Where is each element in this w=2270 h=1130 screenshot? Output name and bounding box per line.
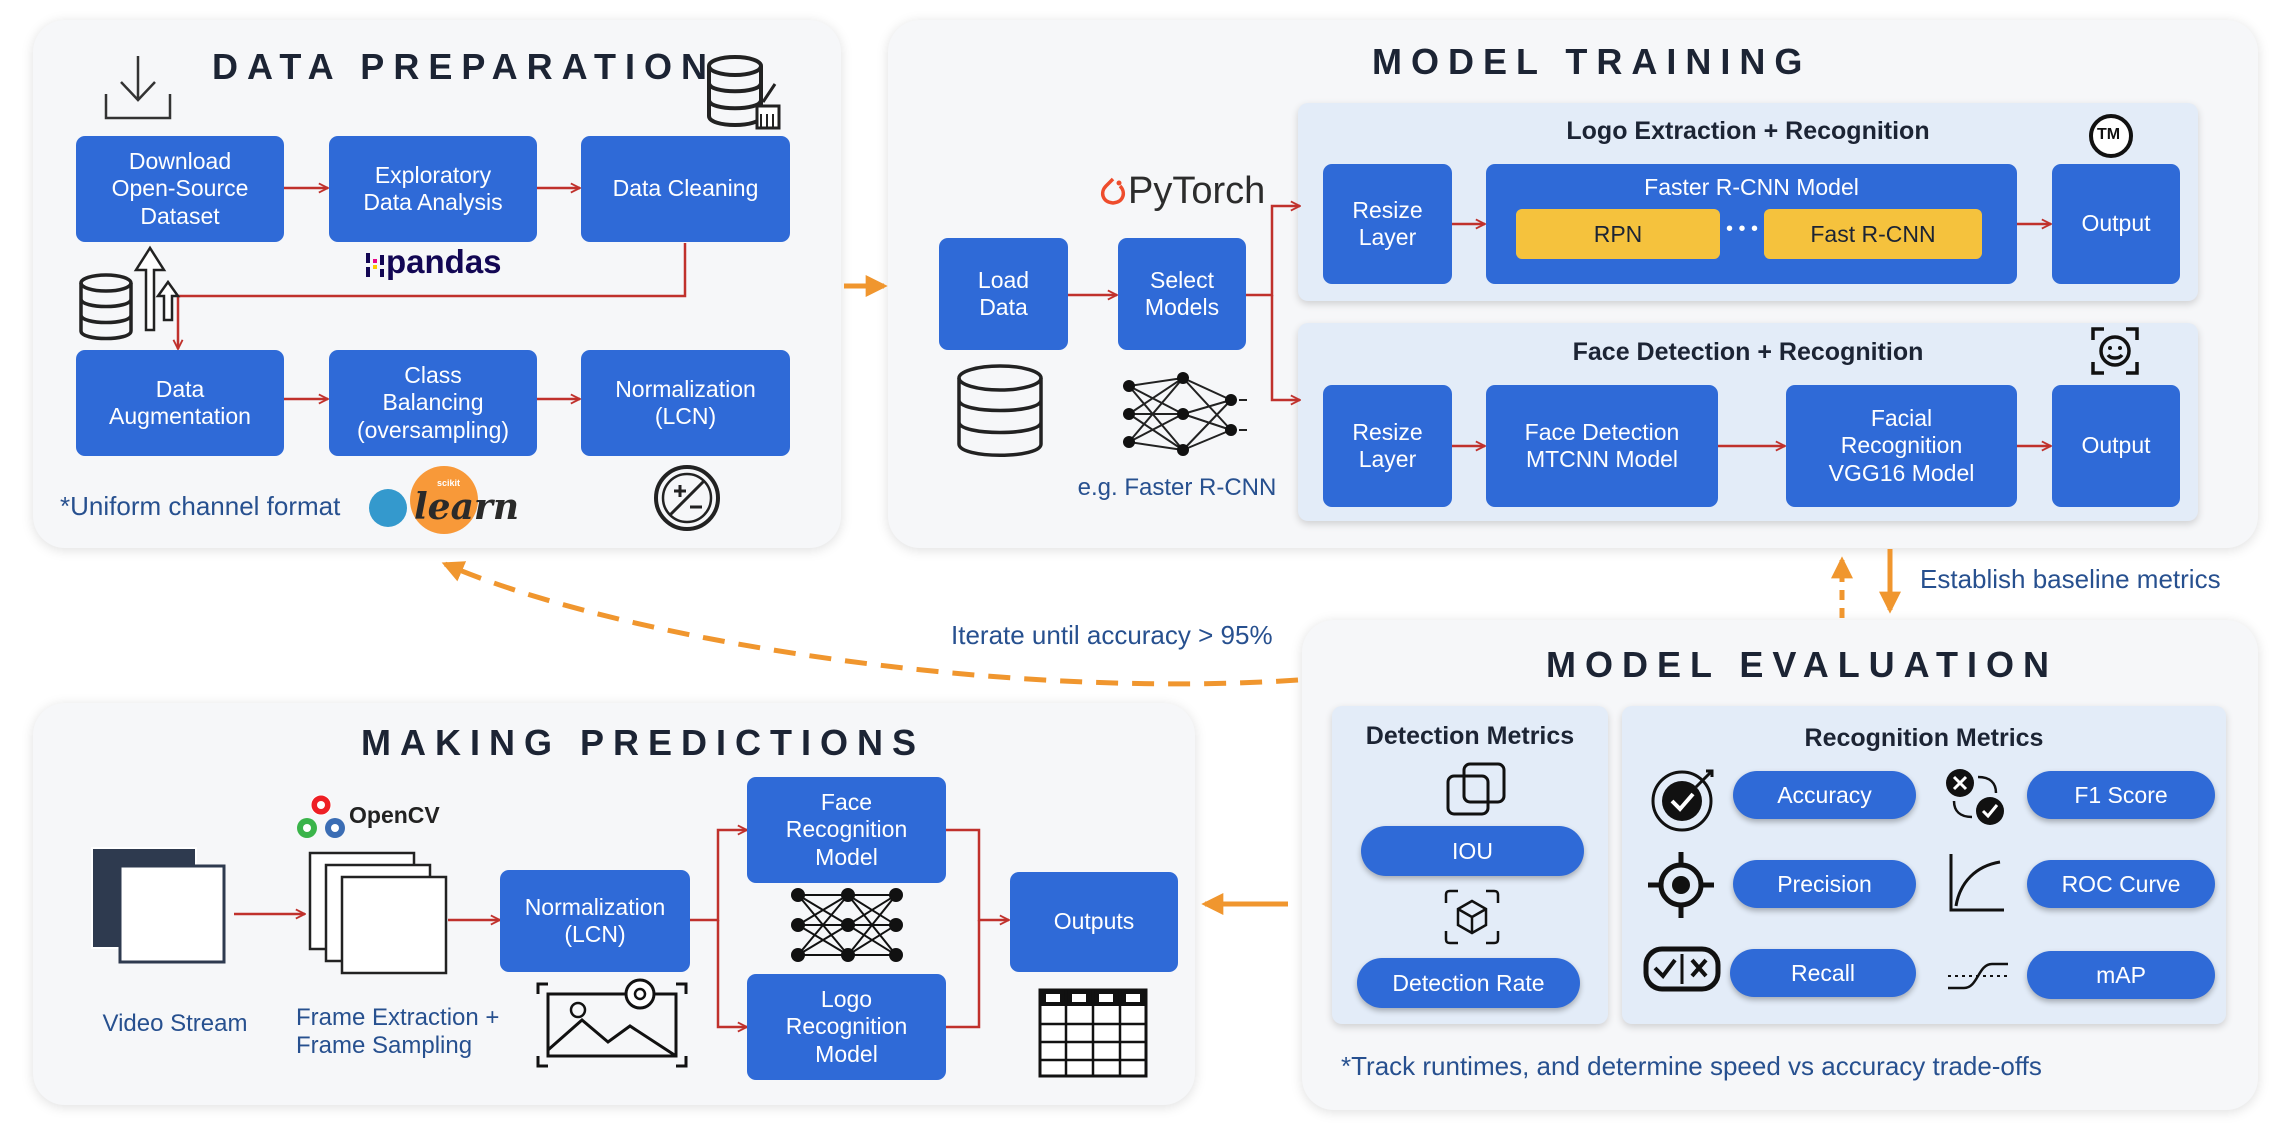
map-pill: mAP: [2027, 951, 2215, 999]
download-dataset-box: Download Open-Source Dataset: [76, 136, 284, 242]
sklearn-small-text: scikit: [437, 478, 461, 488]
logo-branch-title: Logo Extraction + Recognition: [1566, 117, 1930, 145]
logo-resize-box: Resize Layer: [1323, 164, 1452, 284]
select-models-box: Select Models: [1118, 238, 1246, 350]
rpn-box: RPN: [1516, 209, 1720, 259]
recognition-metrics-title: Recognition Metrics: [1804, 724, 2044, 752]
prediction-normalization-box: Normalization (LCN): [500, 870, 690, 972]
recall-check-cross-icon: [1643, 946, 1721, 992]
prediction-network-icon: [791, 888, 903, 962]
face-recognition-model-box: Face Recognition Model: [747, 777, 946, 883]
iou-pill: IOU: [1361, 826, 1584, 876]
accuracy-pill: Accuracy: [1733, 771, 1916, 819]
frame-extraction-label: Frame Extraction + Frame Sampling: [296, 1004, 500, 1059]
model-training-title: MODEL TRAINING: [1372, 41, 1812, 82]
download-icon: [104, 56, 172, 120]
f1-score-icon: [1946, 769, 2004, 825]
detection-metrics-title: Detection Metrics: [1365, 722, 1575, 750]
map-curve-icon: [1948, 962, 2008, 990]
detection-rate-pill: Detection Rate: [1357, 958, 1580, 1008]
logo-output-box: Output: [2052, 164, 2180, 284]
load-data-box: Load Data: [939, 238, 1068, 350]
recall-pill: Recall: [1730, 949, 1916, 997]
upload-arrows-icon: [133, 245, 181, 332]
video-stream-icon: [91, 847, 226, 964]
class-balancing-box: Class Balancing (oversampling): [329, 350, 537, 456]
trademark-icon: [2089, 114, 2133, 158]
runtime-tradeoff-note: *Track runtimes, and determine speed vs …: [1341, 1051, 2042, 1081]
normalization-icon: [654, 465, 720, 531]
trademark-text: TM: [2097, 126, 2121, 143]
making-predictions-title: MAKING PREDICTIONS: [361, 722, 926, 763]
outputs-box: Outputs: [1010, 872, 1178, 972]
face-resize-box: Resize Layer: [1323, 385, 1452, 507]
sklearn-logo-icon: [369, 466, 478, 534]
output-table-icon: [1038, 988, 1148, 1078]
face-output-box: Output: [2052, 385, 2180, 507]
database-cleaning-icon: [707, 55, 781, 130]
logo-recognition-model-box: Logo Recognition Model: [747, 974, 946, 1080]
data-cleaning-box: Data Cleaning: [581, 136, 790, 242]
facial-recognition-box: Facial Recognition VGG16 Model: [1786, 385, 2017, 507]
model-evaluation-title: MODEL EVALUATION: [1546, 644, 2058, 685]
f1-score-pill: F1 Score: [2027, 771, 2215, 819]
pandas-logo-icon: [366, 253, 384, 277]
neural-network-icon: [1123, 372, 1247, 456]
fast-rcnn-box: Fast R-CNN: [1764, 209, 1982, 259]
precision-crosshair-icon: [1648, 852, 1714, 918]
database-icon: [79, 273, 133, 341]
exploratory-analysis-box: Exploratory Data Analysis: [329, 136, 537, 242]
data-augmentation-box: Data Augmentation: [76, 350, 284, 456]
image-settings-icon: [536, 978, 688, 1068]
opencv-logo-icon: [297, 794, 345, 838]
frame-stack-icon: [308, 851, 448, 975]
baseline-metrics-label: Establish baseline metrics: [1920, 564, 2221, 594]
opencv-logo: OpenCV: [349, 802, 440, 828]
face-scan-icon: [2091, 327, 2139, 375]
data-preparation-title: DATA PREPARATION: [212, 46, 716, 87]
video-stream-label: Video Stream: [102, 1010, 248, 1037]
example-model-label: e.g. Faster R-CNN: [1077, 474, 1277, 501]
database-icon-large: [957, 364, 1043, 457]
dots-separator: • • •: [1725, 218, 1759, 240]
pytorch-logo: PyTorch: [1128, 170, 1266, 212]
overlap-boxes-icon: [1446, 762, 1506, 816]
pandas-logo: pandas: [386, 243, 502, 280]
faster-rcnn-title: Faster R-CNN Model: [1644, 174, 1859, 200]
sklearn-logo: learn: [414, 486, 520, 528]
normalization-box: Normalization (LCN): [581, 350, 790, 456]
uniform-channel-note: *Uniform channel format: [60, 491, 341, 521]
precision-pill: Precision: [1733, 860, 1916, 908]
roc-curve-pill: ROC Curve: [2027, 860, 2215, 908]
pytorch-logo-icon: [1100, 177, 1126, 205]
detection-cube-icon: [1444, 889, 1500, 945]
face-detection-box: Face Detection MTCNN Model: [1486, 385, 1718, 507]
roc-curve-icon: [1949, 854, 2004, 912]
face-branch-title: Face Detection + Recognition: [1572, 338, 1924, 366]
target-check-icon: [1651, 769, 1714, 832]
iterate-label: Iterate until accuracy > 95%: [951, 620, 1273, 650]
